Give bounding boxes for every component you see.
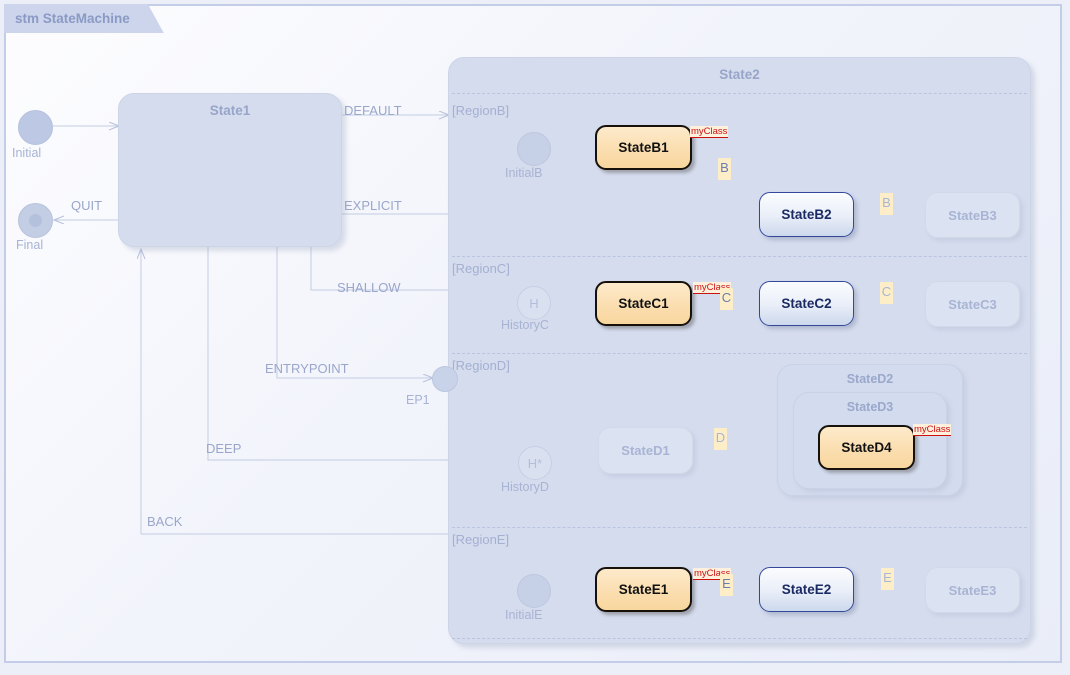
region-separator-b-top [452, 93, 1027, 94]
historyd-label: HistoryD [501, 480, 549, 494]
final-pseudostate[interactable] [18, 203, 53, 238]
transition-label-default: DEFAULT [344, 103, 402, 118]
event-badge-b2: B [880, 193, 893, 215]
initialb-label: InitialB [505, 166, 543, 180]
transition-label-explicit: EXPLICIT [344, 198, 402, 213]
stereotype-tag-stateb1: myClass [690, 126, 729, 138]
event-badge-d1: D [714, 428, 727, 450]
stereotype-tag-stated4: myClass [913, 424, 952, 436]
historyd-pseudostate[interactable]: H* [518, 446, 552, 480]
final-label: Final [16, 238, 44, 252]
entrypoint-ep1[interactable] [432, 366, 458, 392]
event-badge-e1: E [720, 574, 733, 596]
transition-label-entrypoint: ENTRYPOINT [265, 361, 349, 376]
initial-pseudostate[interactable] [18, 110, 53, 145]
state2-label: State2 [719, 67, 760, 82]
state-stated4[interactable]: StateD4 [818, 425, 915, 470]
state-state1[interactable]: State1 [118, 93, 342, 247]
transition-label-quit: QUIT [71, 198, 103, 213]
stated2-label: StateD2 [846, 372, 894, 386]
state-statee2[interactable]: StateE2 [759, 567, 854, 612]
stated3-label: StateD3 [846, 400, 894, 414]
event-badge-e2: E [881, 568, 894, 590]
region-separator-b-c [452, 256, 1027, 257]
region-label-e: [RegionE] [452, 532, 510, 547]
state-stateb2[interactable]: StateB2 [759, 192, 854, 237]
state-statee3[interactable]: StateE3 [925, 567, 1020, 613]
transition-label-shallow: SHALLOW [337, 280, 401, 295]
region-separator-e-bottom [452, 638, 1027, 639]
transition-label-back: BACK [147, 514, 183, 529]
state-statec3[interactable]: StateC3 [925, 281, 1020, 327]
state-stateb3[interactable]: StateB3 [925, 192, 1020, 238]
initial-label: Initial [12, 146, 42, 160]
event-badge-c2: C [880, 282, 893, 304]
event-badge-b1: B [718, 158, 731, 180]
state-stated1[interactable]: StateD1 [598, 427, 693, 474]
initiale-label: InitialE [505, 608, 543, 622]
transition-label-deep: DEEP [206, 441, 242, 456]
state-stateb1[interactable]: StateB1 [595, 125, 692, 170]
event-badge-c1: C [720, 288, 733, 310]
historyc-label: HistoryC [501, 318, 549, 332]
state-statec2[interactable]: StateC2 [759, 281, 854, 326]
initiale-pseudostate[interactable] [517, 574, 551, 608]
state1-label: State1 [209, 103, 251, 118]
state-statec1[interactable]: StateC1 [595, 281, 692, 326]
diagram-title-tab: stm StateMachine [4, 4, 164, 33]
ep1-label: EP1 [406, 393, 430, 407]
region-label-b: [RegionB] [452, 103, 510, 118]
region-label-d: [RegionD] [452, 358, 510, 373]
initialb-pseudostate[interactable] [517, 132, 551, 166]
state-statee1[interactable]: StateE1 [595, 567, 692, 612]
region-separator-d-e [452, 527, 1027, 528]
region-label-c: [RegionC] [452, 261, 510, 276]
region-separator-c-d [452, 353, 1027, 354]
historyc-pseudostate[interactable]: H [517, 286, 551, 320]
